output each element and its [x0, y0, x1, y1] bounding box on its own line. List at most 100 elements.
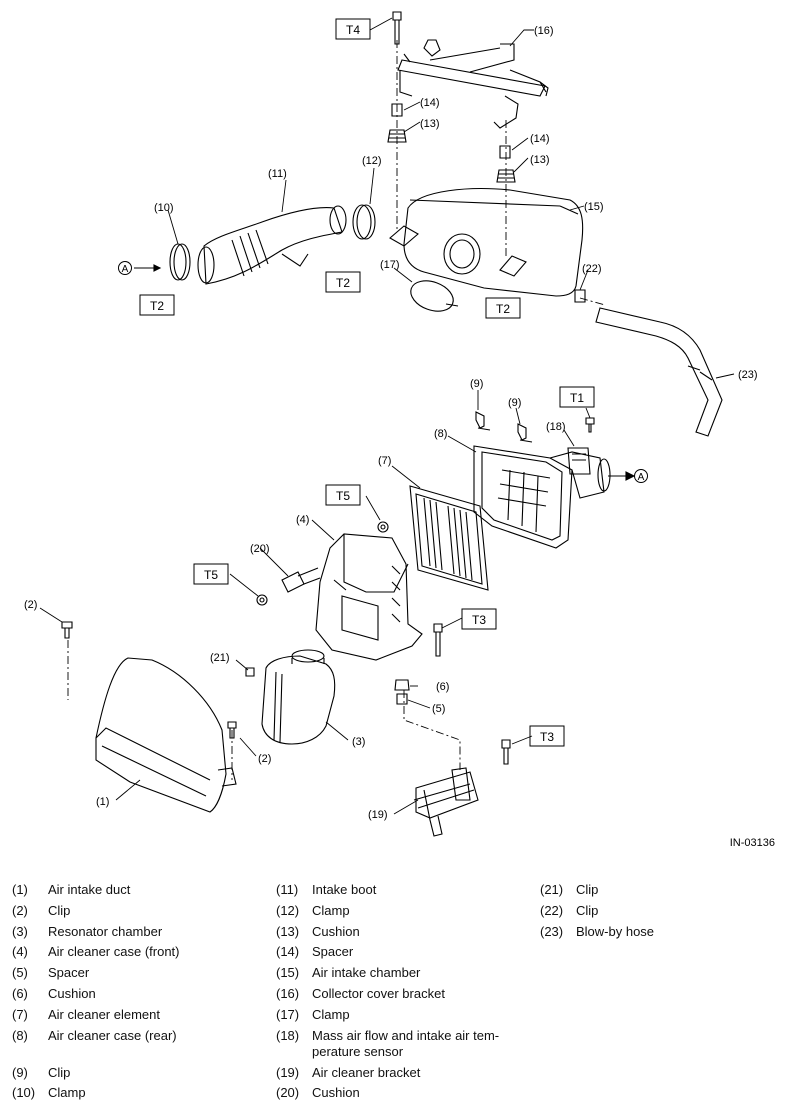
legend-number: (22): [540, 902, 564, 918]
torque-label-t2-right: T2: [496, 302, 510, 316]
legend-text: Air cleaner case (rear): [48, 1027, 177, 1043]
legend-text: Clamp: [312, 1006, 350, 1022]
callout-20: (20): [250, 543, 270, 555]
torque-box-t3-lower: T3: [529, 725, 565, 747]
legend-text: Air intake chamber: [312, 965, 421, 981]
bolt-t3-lower: [501, 739, 511, 765]
clip-9-parts: [475, 411, 533, 443]
legend-number: (16): [276, 985, 300, 1001]
blow-by-hose-part: [574, 289, 723, 437]
torque-box-t4: T4: [335, 18, 371, 40]
callout-14-lower: (14): [530, 133, 550, 145]
nut-t5-upper: [377, 521, 389, 533]
cushion-20-part: [256, 567, 321, 606]
torque-box-t3-upper: T3: [461, 608, 497, 630]
legend-text: Clip: [576, 902, 599, 918]
torque-box-t2-left: T2: [139, 294, 175, 316]
legend-text: Mass air flow and intake air tem-peratur…: [312, 1027, 500, 1059]
legend-number: (9): [12, 1064, 28, 1080]
torque-box-t5-upper: T5: [325, 484, 361, 506]
callout-16: (16): [534, 25, 554, 37]
callout-2-right: (2): [258, 753, 271, 765]
torque-label-t3-lower: T3: [540, 730, 554, 744]
legend-text: Spacer: [48, 965, 90, 981]
air-cleaner-case-front-part: [315, 533, 423, 661]
air-intake-duct-part: [95, 657, 237, 813]
callout-6: (6): [436, 681, 449, 693]
legend-number: (14): [276, 944, 300, 960]
legend-number: (6): [12, 985, 28, 1001]
screw-t1: [585, 417, 595, 433]
circled-a-left: A: [118, 261, 132, 275]
torque-label-t3-upper: T3: [472, 613, 486, 627]
legend-text: Clip: [48, 902, 71, 918]
legend-text: Clamp: [312, 902, 350, 918]
legend-text: Air cleaner bracket: [312, 1064, 421, 1080]
legend-number: (5): [12, 965, 28, 981]
legend-text: Air intake duct: [48, 882, 131, 897]
legend-text: Clamp: [48, 1085, 86, 1101]
legend-text: Clip: [48, 1064, 71, 1080]
torque-box-t2-right: T2: [485, 297, 521, 319]
legend-text: Cushion: [312, 1085, 360, 1101]
legend-text: Resonator chamber: [48, 923, 163, 939]
legend-text: Spacer: [312, 944, 354, 960]
exploded-parts-diagram: T4 T2 T2 T2 T1 T5 T5 T3 T3 A A (: [24, 11, 775, 849]
callout-labels: (16) (14) (13) (14) (13) (12) (11) (10) …: [24, 25, 758, 821]
legend-text: Cushion: [312, 923, 360, 939]
callout-9-right: (9): [508, 397, 521, 409]
callout-7: (7): [378, 455, 391, 467]
intake-boot-part: [197, 205, 347, 285]
legend-number: (8): [12, 1027, 28, 1043]
legend-number: (23): [540, 923, 564, 939]
callout-11: (11): [268, 168, 287, 180]
legend-number: (19): [276, 1064, 300, 1080]
air-cleaner-bracket-part: [413, 767, 479, 837]
legend-number: (18): [276, 1027, 300, 1043]
torque-box-t1: T1: [559, 386, 595, 408]
arrow-a-in: [134, 264, 162, 272]
legend-number: (7): [12, 1006, 28, 1022]
legend-text: Intake boot: [312, 882, 377, 897]
callout-9-left: (9): [470, 378, 483, 390]
callout-13-lower: (13): [530, 154, 550, 166]
leader-lines: [39, 17, 735, 815]
bolt-t4: [392, 11, 402, 45]
clip-21-part: [245, 667, 255, 677]
callout-18: (18): [546, 421, 566, 433]
callout-14-upper: (14): [420, 97, 440, 109]
callout-5: (5): [432, 703, 445, 715]
arrow-letter-right: A: [638, 472, 645, 483]
legend-number: (17): [276, 1006, 300, 1022]
callout-19: (19): [368, 809, 388, 821]
legend-number: (1): [12, 882, 28, 897]
callout-4: (4): [296, 514, 309, 526]
parts-legend: (1)Air intake duct (2)Clip (3)Resonator …: [0, 880, 785, 1110]
circled-a-right: A: [634, 469, 648, 483]
torque-label-t5-lower: T5: [204, 568, 218, 582]
legend-number: (2): [12, 902, 28, 918]
mass-air-flow-sensor-part: [567, 447, 591, 475]
collector-cover-bracket-part: [397, 39, 549, 129]
center-lines: [67, 40, 606, 780]
torque-box-t2-middle: T2: [325, 271, 361, 293]
torque-label-t1: T1: [570, 391, 584, 405]
callout-8: (8): [434, 428, 447, 440]
air-cleaner-element-part: [409, 485, 489, 591]
clamp-12-part: [352, 204, 376, 240]
legend-text: Collector cover bracket: [312, 985, 445, 1001]
callout-2-left: (2): [24, 599, 37, 611]
torque-label-t5-upper: T5: [336, 489, 350, 503]
figure-code: IN-03136: [730, 837, 775, 849]
clamp-10-part: [169, 243, 191, 281]
clamp-17-part: [410, 280, 459, 312]
callout-22: (22): [582, 263, 602, 275]
callout-15: (15): [584, 201, 604, 213]
air-cleaner-case-rear-part: [473, 445, 611, 549]
callout-10: (10): [154, 202, 174, 214]
callout-17: (17): [380, 259, 400, 271]
legend-number: (21): [540, 882, 564, 897]
callout-13-upper: (13): [420, 118, 440, 130]
legend-text: Cushion: [48, 985, 96, 1001]
arrow-letter-left: A: [122, 264, 129, 275]
